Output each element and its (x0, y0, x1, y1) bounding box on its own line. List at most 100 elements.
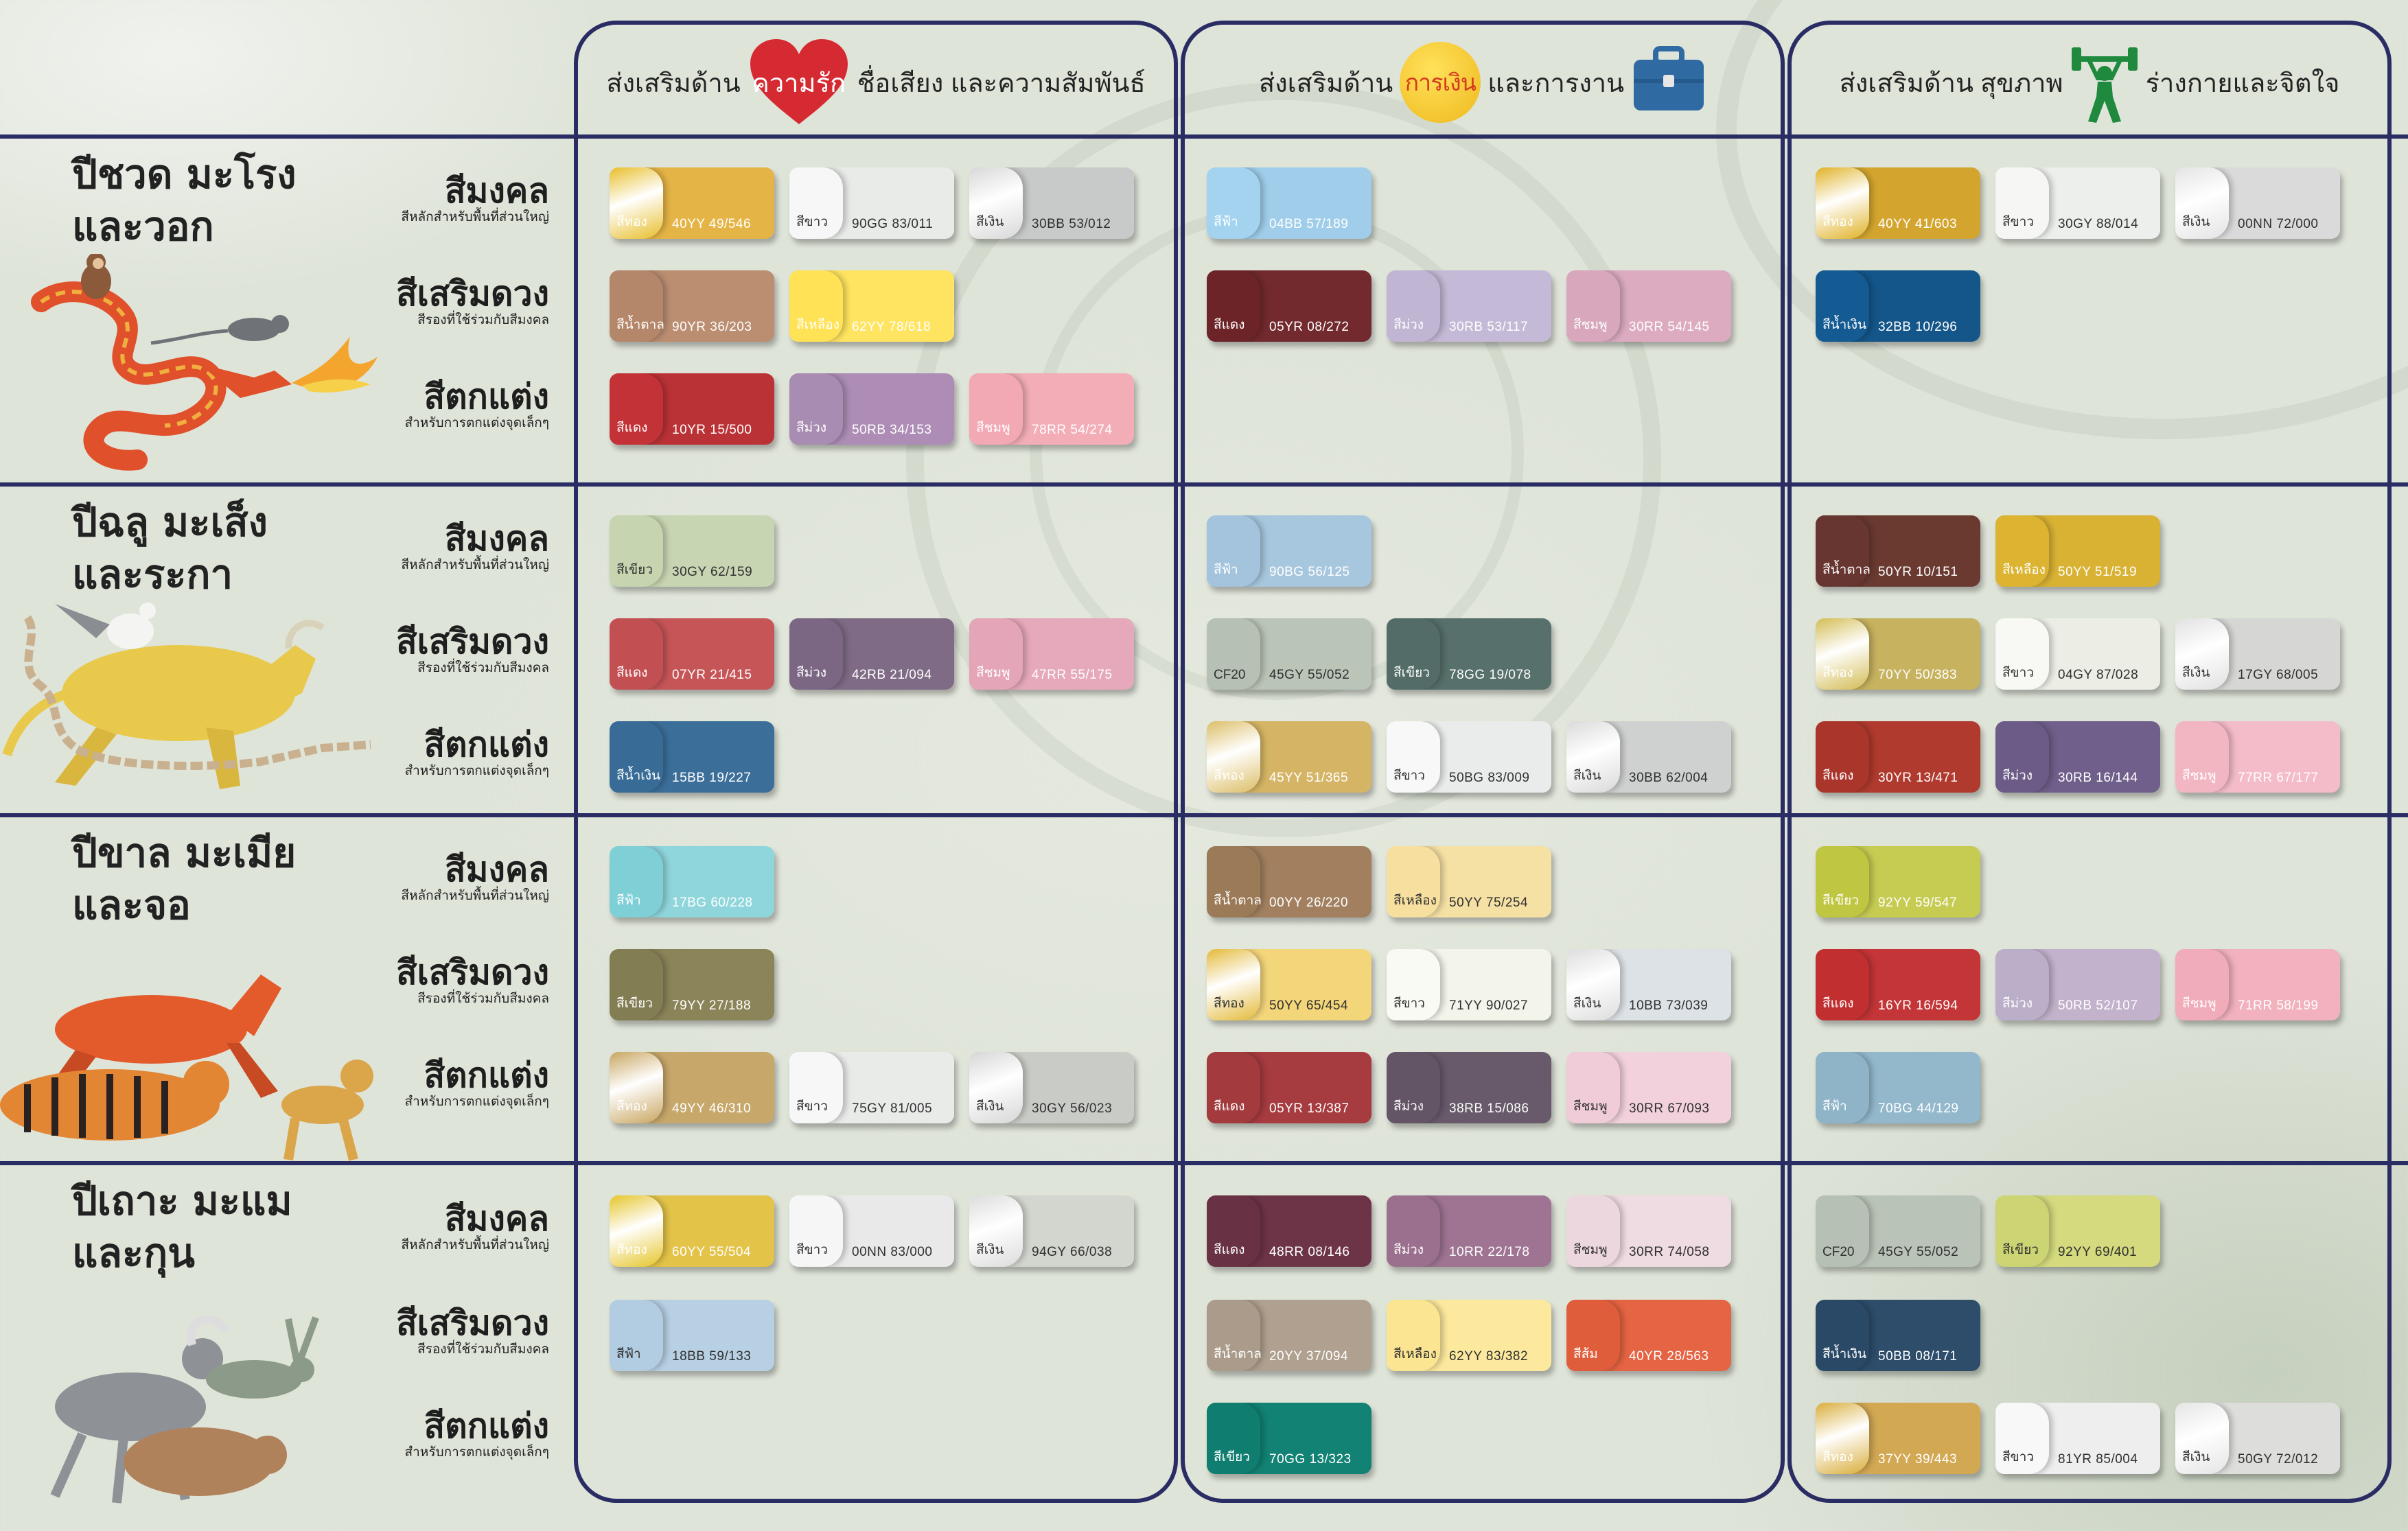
swatch-color-name: สีทอง (1822, 215, 1853, 229)
swatch-color-code: 70YY 50/383 (1878, 668, 1958, 682)
swatch-color-name: สีเงิน (1573, 996, 1601, 1011)
swatch-sample (969, 167, 1023, 239)
swatch-color-name: สีเหลือง (1393, 893, 1437, 908)
category-label-lucky: สีมงคลสีหลักสำหรับพื้นที่ส่วนใหญ่ (357, 850, 549, 904)
category-title: สีเสริมดวง (396, 1304, 549, 1342)
swatch-color-name: สีขาว (2002, 215, 2034, 229)
row-divider (0, 1161, 2408, 1165)
swatch-sample (1387, 618, 1440, 690)
column-header-health: ส่งเสริมด้าน สุขภาพ ร่างกายและจิตใจ (1792, 34, 2387, 130)
swatch-sample (1816, 949, 1869, 1020)
swatch-color-name: สีชมพู (2182, 996, 2216, 1011)
swatch-color-name: สีทอง (616, 1243, 647, 1257)
category-label-decor: สีตกแต่งสำหรับการตกแต่งจุดเล็กๆ (357, 725, 549, 779)
zodiac-title-line1: ปีขาล มะเมีย (72, 830, 297, 876)
swatch-color-code: 50RB 34/153 (852, 423, 932, 437)
swatch-color-code: 70GG 13/323 (1269, 1452, 1352, 1466)
zodiac-title-line1: ปีฉลู มะเส็ง (72, 499, 268, 546)
swatch-sample (1566, 949, 1620, 1020)
swatch-sample (789, 373, 843, 445)
swatch-sample (1387, 721, 1440, 793)
swatch-color-name: สีม่วง (1393, 1099, 1424, 1114)
category-subtitle: สำหรับการตกแต่งจุดเล็กๆ (404, 764, 549, 778)
swatch-color-code: 04GY 87/028 (2058, 668, 2139, 682)
swatch-sample (1387, 949, 1440, 1020)
swatch-sample (610, 373, 663, 445)
swatch-sample (1566, 270, 1620, 342)
swatch-color-code: 81YR 85/004 (2058, 1452, 2138, 1466)
swatch-sample (1566, 1195, 1620, 1267)
zodiac-title-rat-dragon-monkey: ปีชวด มะโรงและวอก (72, 148, 297, 253)
category-title: สีตกแต่ง (424, 1407, 549, 1445)
category-subtitle: สีรองที่ใช้ร่วมกับสีมงคล (417, 313, 549, 327)
swatch-sample (789, 1195, 843, 1267)
swatch-color-name: สีน้ำเงิน (1822, 318, 1867, 332)
swatch-sample (1995, 949, 2049, 1020)
swatch-color-code: 37YY 39/443 (1878, 1452, 1958, 1466)
color-swatch-health-boost: สีขาว 04GY 87/028 (1995, 618, 2160, 690)
swatch-color-name: สีขาว (2002, 666, 2034, 680)
swatch-sample (789, 270, 843, 342)
zodiac-title-line2: และกุน (72, 1230, 195, 1276)
swatch-color-code: 78RR 54/274 (1032, 423, 1113, 437)
swatch-color-code: 00NN 83/000 (852, 1245, 933, 1259)
swatch-color-name: สีแดง (1214, 318, 1245, 332)
color-swatch-health-boost: สีน้ำเงิน 32BB 10/296 (1816, 270, 1980, 342)
swatch-color-code: 32BB 10/296 (1878, 320, 1958, 334)
swatch-sample (969, 1195, 1023, 1267)
swatch-color-name: สีขาว (796, 215, 828, 229)
category-subtitle: สีรองที่ใช้ร่วมกับสีมงคล (417, 1342, 549, 1357)
swatch-color-code: 50GY 72/012 (2238, 1452, 2319, 1466)
swatch-sample (969, 1052, 1023, 1123)
category-label-lucky: สีมงคลสีหลักสำหรับพื้นที่ส่วนใหญ่ (357, 1200, 549, 1253)
swatch-color-name: สีเขียว (1393, 666, 1430, 680)
swatch-sample (1816, 1403, 1869, 1474)
row-divider (0, 813, 2408, 817)
swatch-sample (1566, 1300, 1620, 1371)
swatch-color-name: สีขาว (796, 1099, 828, 1114)
color-swatch-love-decor: สีม่วง 50RB 34/153 (789, 373, 954, 445)
category-subtitle: สีหลักสำหรับพื้นที่ส่วนใหญ่ (401, 558, 549, 572)
swatch-sample (1816, 515, 1869, 587)
swatch-sample (1816, 721, 1869, 793)
zodiac-illustration (27, 253, 384, 476)
swatch-color-name: สีเงิน (976, 215, 1004, 229)
column-header-highlight: สุขภาพ (1980, 69, 2063, 98)
swatch-color-code: 47RR 55/175 (1032, 668, 1113, 682)
swatch-color-code: 30RR 54/145 (1629, 320, 1710, 334)
category-title: สีมงคล (445, 1200, 549, 1238)
swatch-color-code: 30GY 88/014 (2058, 217, 2139, 231)
category-label-decor: สีตกแต่งสำหรับการตกแต่งจุดเล็กๆ (357, 1056, 549, 1110)
category-title: สีเสริมดวง (396, 274, 549, 313)
swatch-color-name: สีแดง (616, 666, 648, 680)
swatch-color-name: สีเงิน (976, 1099, 1004, 1114)
swatch-color-name: สีเงิน (976, 1243, 1004, 1257)
swatch-color-name: สีม่วง (796, 421, 827, 435)
swatch-color-name: สีทอง (616, 1099, 647, 1114)
